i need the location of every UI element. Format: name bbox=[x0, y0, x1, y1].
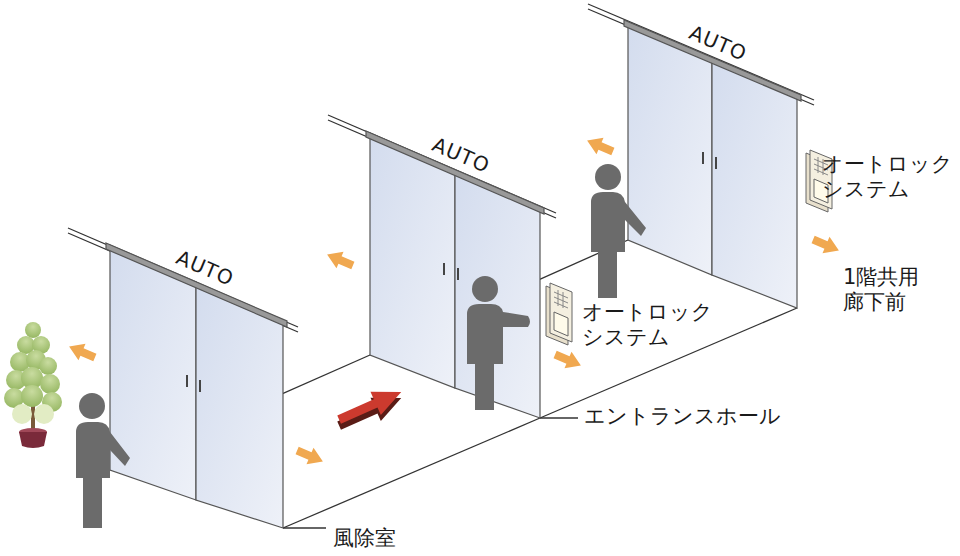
floor-lines bbox=[540, 308, 797, 418]
person-figure bbox=[595, 164, 621, 190]
person-figure bbox=[79, 393, 105, 419]
auto-door bbox=[366, 131, 544, 418]
potted-plant bbox=[12, 404, 32, 424]
potted-plant bbox=[4, 322, 62, 448]
person-figure bbox=[591, 164, 646, 298]
person-figure bbox=[472, 276, 498, 302]
auto-lock-keypad bbox=[554, 292, 568, 298]
person-figure bbox=[467, 276, 530, 410]
flow-arrow bbox=[66, 132, 843, 470]
auto-door bbox=[702, 152, 704, 164]
flow-arrow bbox=[552, 346, 585, 374]
potted-plant bbox=[39, 357, 57, 375]
auto-door bbox=[624, 20, 801, 308]
potted-plant bbox=[19, 432, 47, 448]
floor-lines bbox=[540, 417, 578, 418]
floor-lines bbox=[283, 418, 540, 528]
equipment-label: オートロック システム bbox=[582, 300, 714, 350]
auto-lock-keypad bbox=[546, 283, 572, 345]
person-figure bbox=[83, 476, 102, 528]
potted-plant bbox=[40, 374, 60, 394]
person-figure bbox=[598, 250, 617, 298]
auto-door bbox=[715, 157, 717, 169]
flow-arrow bbox=[324, 246, 357, 274]
auto-door bbox=[199, 380, 201, 392]
area-label: エントランスホール bbox=[584, 404, 781, 429]
auto-lock-keypad bbox=[818, 157, 819, 173]
door-sign: AUTO bbox=[173, 245, 238, 291]
auto-lock-keypad bbox=[563, 292, 564, 308]
direction-arrow bbox=[334, 380, 406, 431]
auto-lock-keypad bbox=[554, 297, 568, 303]
auto-lock-keypad bbox=[554, 302, 568, 308]
person-figure bbox=[76, 393, 130, 528]
auto-lock-keypad bbox=[554, 290, 568, 308]
auto-door bbox=[366, 131, 544, 214]
flow-arrow bbox=[584, 132, 617, 160]
area-label: 1階共用 廊下前 bbox=[843, 265, 931, 315]
auto-door bbox=[106, 243, 287, 327]
equipment-label: オートロック システム bbox=[822, 152, 954, 202]
door-sign: AUTO bbox=[686, 20, 751, 66]
auto-lock-keypad bbox=[558, 290, 559, 306]
auto-door bbox=[457, 268, 459, 280]
auto-lock-keypad bbox=[550, 283, 572, 342]
flow-arrow bbox=[66, 338, 99, 366]
potted-plant bbox=[34, 404, 54, 424]
floor-lines bbox=[283, 527, 326, 528]
area-label: 風除室 bbox=[333, 526, 396, 551]
person-figure bbox=[467, 304, 530, 364]
flow-arrow bbox=[810, 231, 843, 259]
auto-door bbox=[186, 375, 188, 387]
auto-door bbox=[624, 20, 801, 101]
potted-plant bbox=[21, 385, 43, 407]
flow-arrow bbox=[294, 442, 327, 470]
person-figure bbox=[475, 362, 494, 410]
auto-door bbox=[106, 243, 287, 528]
person-figure bbox=[76, 422, 130, 478]
auto-door bbox=[443, 263, 445, 275]
auto-lock-keypad bbox=[554, 312, 568, 336]
door-sign: AUTO bbox=[429, 132, 494, 178]
potted-plant bbox=[25, 322, 41, 338]
auto-door bbox=[370, 133, 455, 388]
direction-arrow bbox=[334, 380, 406, 437]
auto-door bbox=[712, 58, 797, 308]
auto-door bbox=[628, 22, 712, 275]
person-figure bbox=[591, 192, 646, 252]
